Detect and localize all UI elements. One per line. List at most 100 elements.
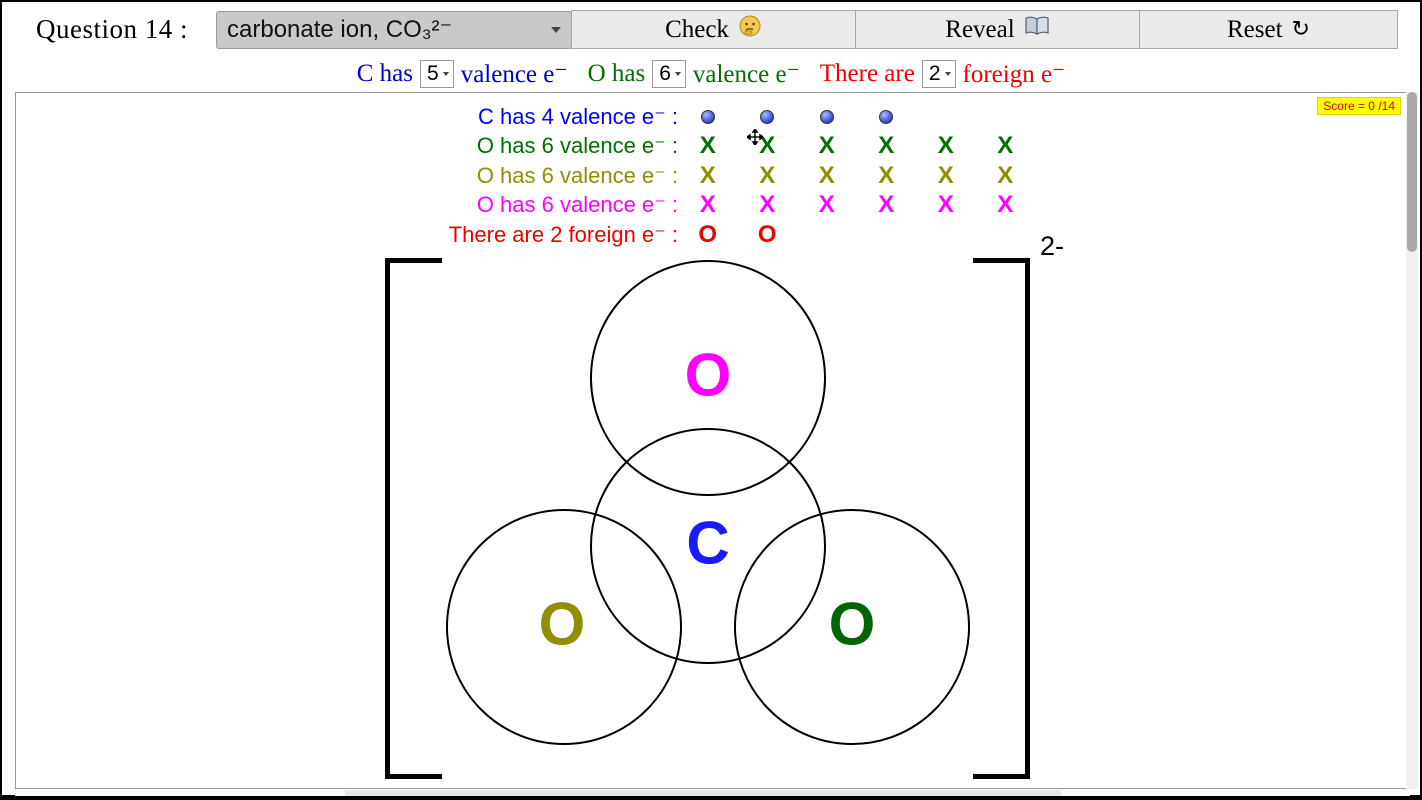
- molecule-select-value: carbonate ion, CO₃²⁻: [227, 16, 453, 43]
- o-valence-suffix: valence e⁻: [692, 60, 800, 88]
- atom-symbol-oxygen-left: O: [538, 590, 586, 658]
- move-cursor-icon: [745, 127, 765, 150]
- electron-marker[interactable]: X: [857, 161, 917, 189]
- o-valence-select-value: 6: [659, 61, 671, 85]
- horizontal-scrollbar-thumb[interactable]: [345, 790, 1061, 796]
- electron-mark-glyph: X: [937, 161, 954, 189]
- electron-marker[interactable]: X: [916, 134, 976, 158]
- electron-marker[interactable]: [738, 109, 798, 124]
- c-valence-select[interactable]: 5: [420, 59, 454, 88]
- settings-bar: C has 5 valence e⁻ O has 6 valence e⁻ Th…: [2, 57, 1420, 90]
- top-toolbar: Question 14 : carbonate ion, CO₃²⁻ Check…: [2, 2, 1420, 57]
- electron-mark-glyph: X: [997, 161, 1014, 189]
- electron-marker[interactable]: X: [976, 193, 1036, 217]
- left-bracket: [385, 258, 442, 779]
- electron-dot-icon: [819, 109, 834, 124]
- electron-mark-glyph: X: [759, 161, 776, 189]
- electron-mark-glyph: X: [997, 132, 1014, 160]
- electron-marker[interactable]: [678, 109, 738, 124]
- electron-mark-glyph: O: [757, 220, 777, 248]
- foreign-count-select[interactable]: 2: [921, 59, 956, 88]
- electron-marker[interactable]: O: [678, 220, 738, 248]
- question-label: Question 14 :: [36, 14, 188, 44]
- score-badge: Score = 0 /14: [1317, 97, 1401, 115]
- reveal-button[interactable]: Reveal: [855, 10, 1140, 49]
- electron-mark-glyph: X: [818, 191, 835, 219]
- shell-circle-oxygen-left[interactable]: [446, 509, 682, 745]
- electron-mark-glyph: O: [698, 220, 718, 248]
- electron-row-label: O has 6 valence e⁻ :: [476, 192, 678, 218]
- electron-mark-glyph: X: [699, 132, 716, 160]
- chevron-down-icon: [551, 26, 561, 33]
- chevron-down-icon: [674, 71, 681, 76]
- right-bracket: [973, 258, 1030, 779]
- horizontal-scrollbar[interactable]: [15, 790, 1410, 796]
- electron-source-rows: C has 4 valence e⁻ : O has 6 valence e⁻ :…: [16, 102, 1409, 250]
- electron-marker[interactable]: X: [797, 134, 857, 158]
- o-valence-prefix: O has: [587, 59, 646, 87]
- electron-marker[interactable]: X: [976, 134, 1036, 158]
- electron-marker[interactable]: X: [976, 161, 1036, 189]
- reset-button[interactable]: Reset ↻: [1139, 10, 1398, 49]
- electron-mark-glyph: X: [878, 191, 895, 219]
- electron-marker[interactable]: X: [857, 193, 917, 217]
- electron-row-label: O has 6 valence e⁻ :: [476, 162, 678, 188]
- electron-dot-icon: [700, 109, 715, 124]
- electron-row-label: C has 4 valence e⁻ :: [478, 103, 678, 129]
- foreign-prefix: There are: [819, 59, 915, 87]
- ion-charge: 2-: [1040, 231, 1065, 261]
- electron-marker[interactable]: X: [797, 161, 857, 189]
- electron-marker[interactable]: X: [678, 134, 738, 158]
- electron-marker[interactable]: X: [678, 193, 738, 217]
- electron-mark-glyph: X: [759, 191, 776, 219]
- electron-marker[interactable]: X: [857, 134, 917, 158]
- electron-dot-icon: [879, 109, 894, 124]
- electron-mark-glyph: X: [818, 132, 835, 160]
- electron-marker[interactable]: X: [797, 193, 857, 217]
- electron-source-row: O has 6 valence e⁻ : X X X X X X: [16, 132, 1409, 162]
- electron-mark-glyph: X: [997, 191, 1014, 219]
- atom-symbol-oxygen-right: O: [828, 590, 876, 658]
- shell-circle-oxygen-right[interactable]: [734, 509, 970, 745]
- electron-marker[interactable]: X: [678, 161, 738, 189]
- electron-marker[interactable]: [857, 109, 917, 124]
- electron-mark-glyph: X: [937, 191, 954, 219]
- atom-symbol-carbon: C: [686, 509, 730, 577]
- c-valence-suffix: valence e⁻: [460, 60, 568, 88]
- atom-symbol-oxygen-top: O: [684, 341, 732, 409]
- electron-marker[interactable]: X: [738, 134, 798, 158]
- o-valence-select[interactable]: 6: [652, 59, 686, 88]
- electron-mark-glyph: X: [818, 161, 835, 189]
- c-valence-select-value: 5: [427, 61, 439, 85]
- electron-marker[interactable]: X: [916, 161, 976, 189]
- check-button[interactable]: Check: [571, 10, 856, 49]
- electron-row-label: O has 6 valence e⁻ :: [476, 133, 678, 159]
- electron-source-row: There are 2 foreign e⁻ : O O: [16, 220, 1409, 250]
- electron-mark-glyph: X: [937, 132, 954, 160]
- chevron-down-icon: [442, 71, 449, 76]
- reset-button-label: Reset: [1227, 15, 1283, 43]
- electron-marker[interactable]: X: [738, 193, 798, 217]
- chevron-down-icon: [944, 71, 951, 76]
- lewis-structure-canvas[interactable]: Score = 0 /14 C has 4 valence e⁻ : O has …: [15, 92, 1410, 789]
- c-valence-prefix: C has: [356, 59, 413, 87]
- electron-marker[interactable]: X: [916, 193, 976, 217]
- reset-arrow-icon: ↻: [1291, 17, 1310, 42]
- electron-row-label: There are 2 foreign e⁻ :: [448, 221, 678, 247]
- electron-marker[interactable]: X: [738, 161, 798, 189]
- reveal-button-label: Reveal: [945, 15, 1015, 43]
- electron-mark-glyph: X: [699, 161, 716, 189]
- open-book-icon: [1024, 15, 1050, 44]
- vertical-scrollbar[interactable]: [1406, 92, 1418, 789]
- electron-mark-glyph: X: [878, 161, 895, 189]
- foreign-count-select-value: 2: [928, 61, 941, 85]
- vertical-scrollbar-thumb[interactable]: [1407, 92, 1417, 252]
- electron-mark-glyph: X: [878, 132, 895, 160]
- check-button-label: Check: [665, 15, 729, 43]
- electron-marker[interactable]: O: [738, 220, 798, 248]
- electron-mark-glyph: X: [759, 132, 776, 160]
- foreign-suffix: foreign e⁻: [962, 60, 1066, 88]
- molecule-select[interactable]: carbonate ion, CO₃²⁻: [216, 10, 572, 49]
- electron-marker[interactable]: [797, 109, 857, 124]
